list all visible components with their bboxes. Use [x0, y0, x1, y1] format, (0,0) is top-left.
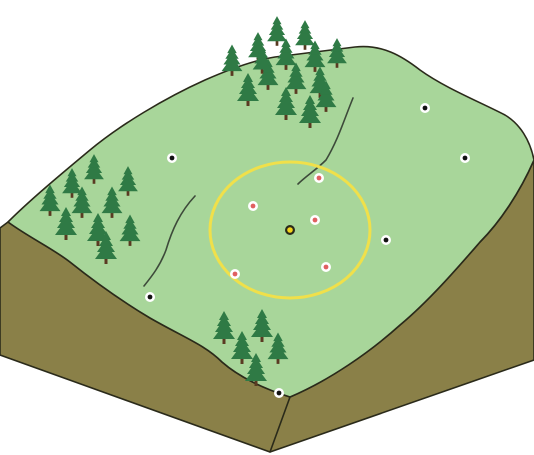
inner-sample-marker	[314, 173, 324, 183]
outer-sample-marker	[381, 235, 391, 245]
inner-sample-marker	[310, 215, 320, 225]
inner-sample-marker	[230, 269, 240, 279]
outer-sample-marker	[274, 388, 284, 398]
outer-sample-marker	[460, 153, 470, 163]
outer-sample-marker	[420, 103, 430, 113]
conifer-tree-icon	[295, 20, 315, 50]
outer-sample-marker	[145, 292, 155, 302]
inner-sample-marker	[321, 262, 331, 272]
conifer-tree-icon	[267, 16, 287, 46]
inner-sample-marker	[248, 201, 258, 211]
center-point-marker	[285, 225, 295, 235]
outer-sample-marker	[167, 153, 177, 163]
